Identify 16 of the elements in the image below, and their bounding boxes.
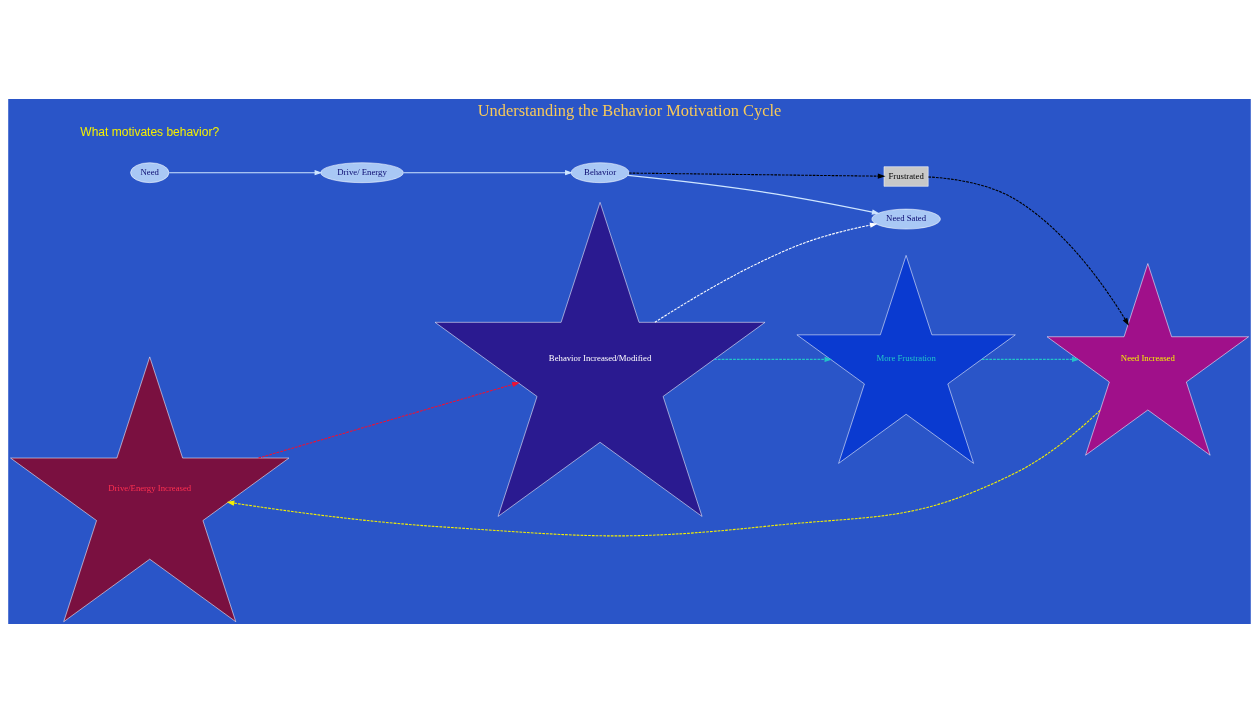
arrow — [654, 222, 878, 323]
arrow — [628, 172, 886, 179]
node-box: Frustrated — [883, 165, 929, 187]
diagram-title: Understanding the Behavior Motivation Cycle — [477, 100, 782, 120]
arrow — [226, 409, 1101, 536]
arrow — [168, 169, 323, 175]
arrow — [257, 381, 520, 459]
node-ellipse: Need — [130, 161, 170, 183]
node-ellipse: Drive/ Energy — [320, 161, 404, 183]
arrow — [713, 356, 833, 362]
node-ellipse: Behavior — [570, 161, 630, 183]
label: What motivates behavior? — [80, 124, 220, 139]
arrow — [927, 175, 1129, 326]
arrow — [403, 169, 573, 175]
arrow — [627, 174, 880, 215]
arrow — [981, 356, 1080, 362]
